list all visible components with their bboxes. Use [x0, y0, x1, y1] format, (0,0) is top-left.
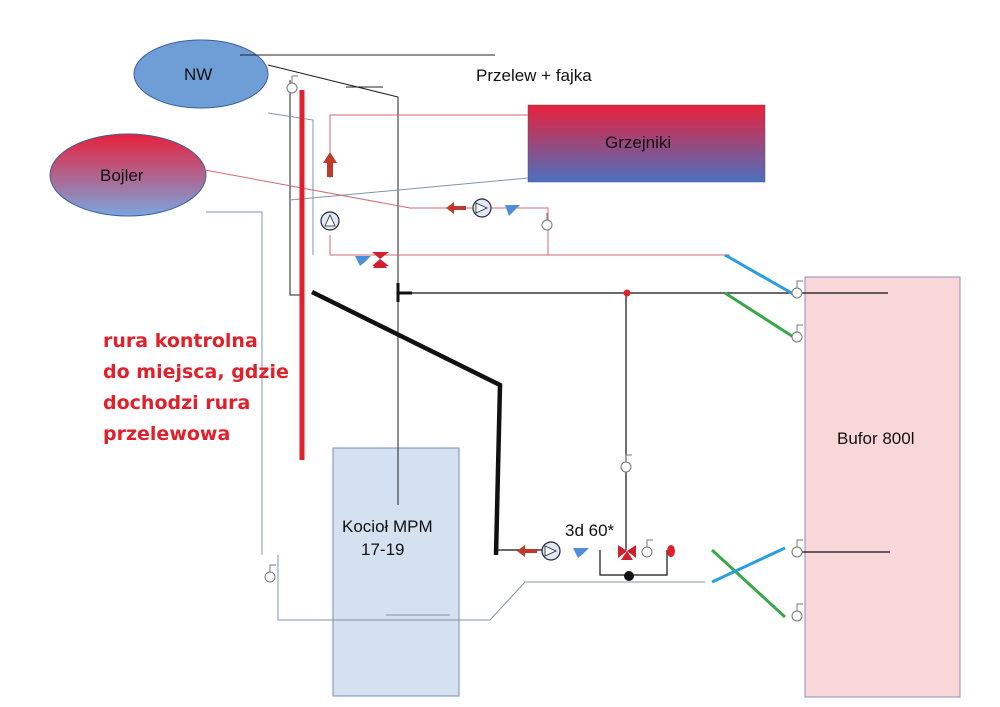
- check-valve-icon: [355, 205, 589, 558]
- return-pipes: [206, 112, 705, 621]
- pump-icon: [320, 211, 340, 231]
- boiler-label-line2: 17-19: [361, 540, 404, 559]
- valve-actuator-icon: [624, 571, 634, 581]
- pump-icon: [472, 198, 492, 218]
- radiators-grzejniki: [527, 104, 766, 183]
- note-line-2: do miejsca, gdzie: [103, 361, 289, 383]
- note-line-4: przelewowa: [103, 423, 230, 445]
- temperature-sensor-icon: [667, 545, 675, 557]
- flow-arrow-icon: [323, 152, 537, 557]
- flow-junction: [396, 283, 412, 302]
- three-way-valve-icon: [372, 252, 389, 268]
- boiler-kociol: [332, 447, 460, 697]
- expansion-vessel-nw: [133, 39, 269, 109]
- hot-water-tank-bojler: [49, 133, 207, 217]
- buffer-label: Bufor 800l: [837, 429, 915, 448]
- bojler-label: Bojler: [100, 166, 144, 185]
- three-way-valve-icon: [618, 545, 636, 560]
- note-line-1: rura kontrolna: [103, 330, 258, 352]
- note-line-3: dochodzi rura: [103, 392, 250, 414]
- pump-icon: [541, 541, 561, 561]
- control-pipe-note: rura kontrolna do miejsca, gdzie dochodz…: [103, 330, 289, 445]
- temperature-sensor-icon: [623, 289, 631, 297]
- buffer-connectors: [710, 253, 796, 619]
- grzejniki-label: Grzejniki: [605, 133, 671, 152]
- thick-flow-pipe: [311, 289, 503, 556]
- nw-label: NW: [184, 65, 212, 84]
- sensor-ticks: [269, 75, 803, 611]
- valve-3d-label: 3d 60*: [565, 521, 615, 540]
- buffer-tank: [804, 276, 961, 698]
- przelew-label: Przelew + fajka: [476, 66, 592, 85]
- boiler-label-line1: Kocioł MPM: [342, 517, 433, 536]
- overflow-pipes: [240, 54, 495, 505]
